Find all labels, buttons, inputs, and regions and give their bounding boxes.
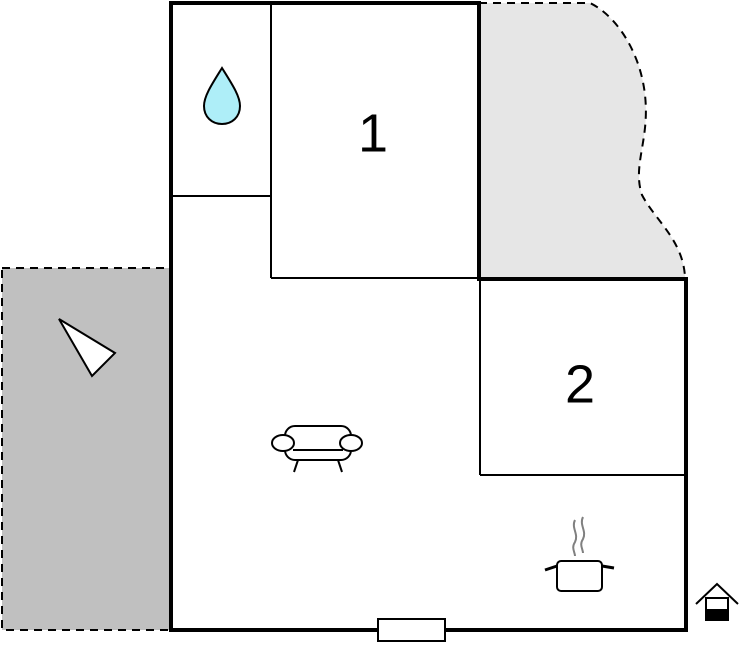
interior-walls — [170, 3, 685, 476]
cooking-pot-icon — [544, 516, 615, 592]
garden-area — [479, 3, 685, 277]
room-label-1: 1 — [358, 103, 388, 163]
water-drop-icon — [202, 66, 242, 126]
terrace-triangle-icon — [58, 318, 117, 378]
terrace-area — [1, 267, 171, 631]
window — [377, 618, 446, 642]
exterior-walls — [169, 1, 688, 632]
room-label-2: 2 — [565, 354, 595, 414]
sofa-icon — [271, 425, 363, 473]
garden-dashed-edge — [479, 2, 686, 278]
house-entrance-icon — [695, 582, 739, 621]
